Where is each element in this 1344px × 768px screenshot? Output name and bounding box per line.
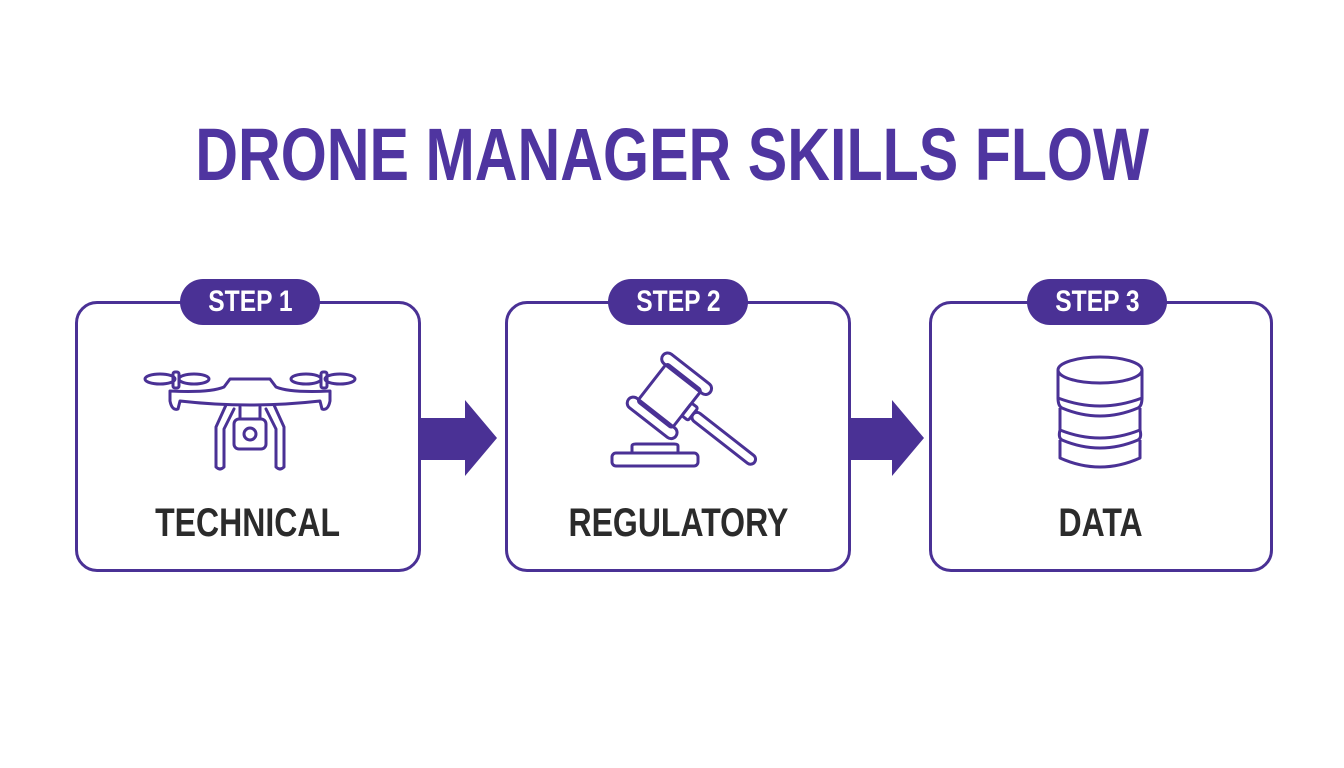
step-badge-text: STEP 3: [1054, 285, 1140, 318]
step-badge-text: STEP 1: [207, 285, 293, 318]
step-label-text: TECHNICAL: [155, 501, 341, 545]
arrow-right-icon: [850, 400, 924, 476]
step-badge-text: STEP 2: [635, 285, 721, 318]
step-card-technical: [75, 301, 421, 572]
drone-icon: [143, 370, 357, 471]
page-title-text: DRONE MANAGER SKILLS FLOW: [195, 113, 1149, 196]
gavel-icon: [610, 351, 758, 468]
step-badge-1: STEP 1: [180, 279, 320, 325]
step-label-technical: TECHNICAL: [75, 503, 421, 543]
arrow-right-icon: [420, 400, 497, 476]
step-label-regulatory: REGULATORY: [505, 503, 851, 543]
step-badge-3: STEP 3: [1027, 279, 1167, 325]
step-badge-2: STEP 2: [608, 279, 748, 325]
step-label-text: REGULATORY: [568, 501, 788, 545]
database-icon: [1056, 355, 1144, 469]
step-label-data: DATA: [929, 503, 1273, 543]
step-label-text: DATA: [1058, 501, 1144, 545]
page-title: DRONE MANAGER SKILLS FLOW: [0, 118, 1344, 192]
